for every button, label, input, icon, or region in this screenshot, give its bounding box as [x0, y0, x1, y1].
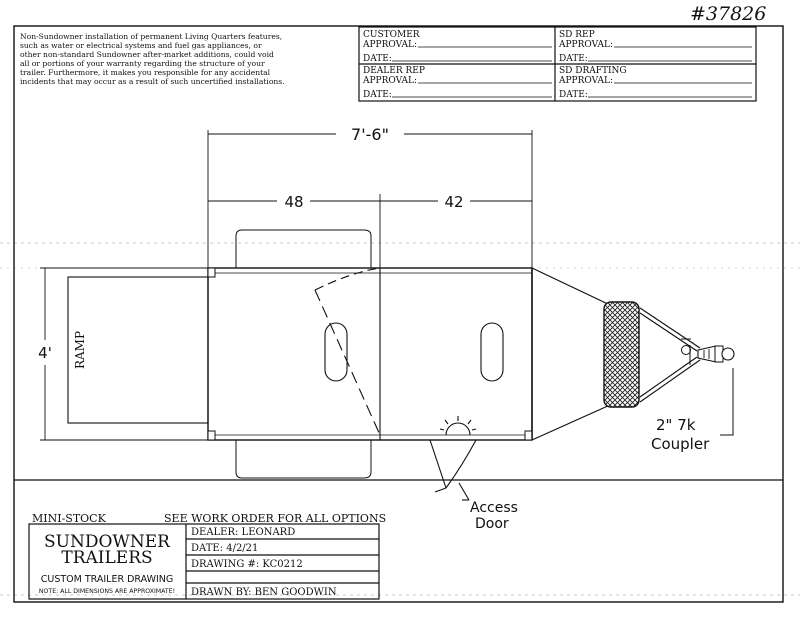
dealer-rep-approval-label: APPROVAL:	[362, 76, 417, 86]
sd-drafting-approval-label: APPROVAL:	[558, 76, 613, 86]
drawing-border	[13, 25, 784, 603]
spare-tire	[603, 301, 640, 408]
left-section-dimension: 48	[284, 193, 303, 211]
roof-vent	[324, 322, 348, 382]
drawn-by-field: DRAWN BY: BEN GOODWIN	[191, 587, 337, 598]
ramp-label: RAMP	[73, 331, 87, 369]
customer-approval-label: CUSTOMER	[363, 30, 420, 40]
trailer-body	[207, 267, 533, 441]
sd-rep-approval-label: SD REP	[559, 30, 595, 40]
approvals-box	[358, 26, 757, 102]
jack-icon	[681, 345, 691, 355]
porch-light-icon	[445, 422, 471, 436]
drawing-number-field: DRAWING #: KC0212	[191, 559, 303, 570]
coupler-leader	[720, 368, 734, 436]
gate-swing-arc	[314, 267, 381, 291]
model-label: MINI-STOCK	[32, 512, 107, 525]
sd-drafting-date-label: DATE:	[559, 90, 588, 100]
disclaimer-line: Non-Sundowner installation of permanent …	[20, 32, 282, 41]
access-door	[429, 416, 477, 501]
v-nose	[531, 267, 611, 306]
access-door-label: Access	[470, 500, 518, 516]
right-section-dimension: 42	[444, 193, 463, 211]
date-field: DATE: 4/2/21	[191, 543, 258, 554]
disclaimer-line: such as water or electrical systems and …	[20, 41, 262, 50]
approval-fields: CUSTOMER APPROVAL: DATE: SD REP APPROVAL…	[362, 30, 752, 100]
trailer-plan-view	[67, 229, 611, 479]
coupler-icon	[697, 345, 717, 363]
handwritten-number: #37826	[690, 3, 766, 25]
dealer-rep-approval-label: DEALER REP	[363, 66, 425, 76]
disclaimer-line: all or portions of your warranty regardi…	[20, 59, 265, 68]
height-dimension: 4'	[38, 344, 52, 362]
disclaimer-line: other non-standard Sundowner after-marke…	[20, 50, 274, 59]
customer-date-label: DATE:	[363, 54, 392, 64]
fender-bottom	[235, 440, 372, 479]
ramp	[67, 276, 209, 424]
dimension-lines	[40, 130, 533, 441]
customer-approval-label: APPROVAL:	[362, 40, 417, 50]
fender-top	[235, 229, 372, 268]
work-order-note: SEE WORK ORDER FOR ALL OPTIONS	[164, 512, 386, 525]
dealer-rep-date-label: DATE:	[363, 90, 392, 100]
drawing-type: CUSTOM TRAILER DRAWING	[41, 574, 174, 585]
company-name: SUNDOWNER	[44, 532, 171, 552]
dimensions-note: NOTE: ALL DIMENSIONS ARE APPROXIMATE!	[39, 588, 175, 595]
access-door-label: Door	[475, 516, 509, 532]
company-name: TRAILERS	[61, 548, 152, 568]
title-block	[28, 523, 380, 600]
coupler-size-label: 2" 7k	[656, 416, 696, 434]
tongue-assembly	[603, 301, 735, 408]
sd-rep-date-label: DATE:	[559, 54, 588, 64]
coupler-label: Coupler	[651, 435, 710, 453]
sd-drafting-approval-label: SD DRAFTING	[559, 66, 627, 76]
overall-width-dimension: 7'-6"	[351, 125, 389, 144]
sd-rep-approval-label: APPROVAL:	[558, 40, 613, 50]
warranty-disclaimer: Non-Sundowner installation of permanent …	[20, 32, 285, 86]
dealer-field: DEALER: LEONARD	[191, 527, 295, 538]
roof-vent	[480, 322, 504, 382]
disclaimer-line: trailer. Furthermore, it makes you respo…	[20, 68, 271, 77]
disclaimer-line: incidents that may occur as a result of …	[20, 77, 285, 86]
